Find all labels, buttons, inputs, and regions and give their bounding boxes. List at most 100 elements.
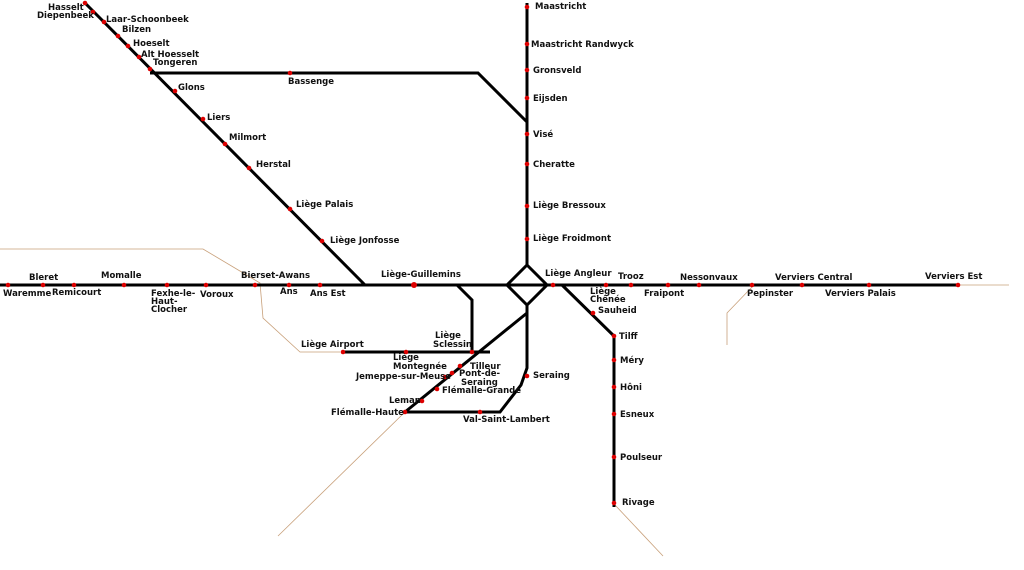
station-dot[interactable] xyxy=(524,373,530,379)
label-eijsden: Eijsden xyxy=(533,94,568,104)
station-dot[interactable] xyxy=(136,54,142,60)
station-dot[interactable] xyxy=(696,282,702,288)
label-fexhe-3: Clocher xyxy=(151,305,188,315)
station-dot[interactable] xyxy=(611,454,617,460)
label-honi: Hôni xyxy=(620,382,642,393)
station-dot[interactable] xyxy=(628,282,634,288)
station-dot[interactable] xyxy=(164,282,170,288)
label-tilleur: Tilleur xyxy=(470,362,501,372)
station-dot[interactable] xyxy=(442,374,448,380)
station-dot[interactable] xyxy=(611,333,617,339)
label-poulseur: Poulseur xyxy=(620,453,663,463)
label-bassenge: Bassenge xyxy=(288,77,334,87)
label-tilff: Tilff xyxy=(619,332,638,342)
label-liege-montegnee-1: Liège xyxy=(393,352,419,363)
station-dot[interactable] xyxy=(101,19,107,25)
station-dot[interactable] xyxy=(419,398,425,404)
station-dot[interactable] xyxy=(246,165,252,171)
track-ourthe-valley xyxy=(560,283,616,507)
label-sauheid: Sauheid xyxy=(598,306,637,316)
station-dot[interactable] xyxy=(90,9,96,15)
label-hoeselt: Hoeselt xyxy=(133,39,170,49)
station-dot[interactable] xyxy=(524,236,530,242)
station-dot[interactable] xyxy=(121,282,127,288)
station-dot[interactable] xyxy=(317,282,323,288)
label-liege-angleur: Liège Angleur xyxy=(545,268,612,279)
station-dot[interactable] xyxy=(5,282,11,288)
station-dot[interactable] xyxy=(82,0,88,6)
station-dot[interactable] xyxy=(477,409,483,415)
station-dot[interactable] xyxy=(286,282,292,288)
label-liege-sclessin-1: Liège xyxy=(435,330,461,341)
label-maastricht-randwyck: Maastricht Randwyck xyxy=(531,40,634,50)
label-liege-airport: Liège Airport xyxy=(301,339,364,350)
label-verviers-palais: Verviers Palais xyxy=(825,289,896,299)
label-remicourt: Remicourt xyxy=(52,288,101,298)
label-trooz: Trooz xyxy=(618,272,644,282)
station-dot[interactable] xyxy=(524,41,530,47)
label-val-saint-lambert: Val-Saint-Lambert xyxy=(463,415,550,425)
label-bierset-awans: Bierset-Awans xyxy=(241,271,310,281)
station-dot[interactable] xyxy=(402,409,408,415)
station-dot[interactable] xyxy=(147,66,153,72)
label-nessonvaux: Nessonvaux xyxy=(680,273,738,283)
station-dot[interactable] xyxy=(524,4,530,10)
label-seraing: Seraing xyxy=(533,371,570,381)
label-bleret: Bleret xyxy=(29,273,58,283)
label-esneux: Esneux xyxy=(620,410,655,420)
station-dot[interactable] xyxy=(71,282,77,288)
label-cheratte: Cheratte xyxy=(533,160,575,170)
label-ans-est: Ans Est xyxy=(310,289,346,299)
station-dot[interactable] xyxy=(319,238,325,244)
station-labels: Hasselt Diepenbeek Laar-Schoonbeek Bilze… xyxy=(3,2,982,508)
station-dot[interactable] xyxy=(469,349,475,355)
station-dot[interactable] xyxy=(287,206,293,212)
station-dot[interactable] xyxy=(590,310,596,316)
station-dot[interactable] xyxy=(524,161,530,167)
label-fexhe-1: Fexhe-le- xyxy=(151,289,196,299)
label-liege-chenee-2: Chênée xyxy=(590,294,626,305)
station-dot[interactable] xyxy=(550,282,556,288)
station-dot[interactable] xyxy=(252,282,258,288)
station-dot[interactable] xyxy=(799,282,805,288)
track-sclessin-flemalle xyxy=(404,311,528,414)
station-dot[interactable] xyxy=(340,349,346,355)
station-dot[interactable] xyxy=(611,411,617,417)
station-dot[interactable] xyxy=(665,282,671,288)
label-liege-chenee-1: Liège xyxy=(590,286,616,297)
station-dot[interactable] xyxy=(172,88,178,94)
station-dot[interactable] xyxy=(524,67,530,73)
station-dot[interactable] xyxy=(603,282,609,288)
station-dot[interactable] xyxy=(40,282,46,288)
label-momalle: Momalle xyxy=(101,271,142,281)
label-fexhe-2: Haut- xyxy=(151,297,178,307)
station-dot[interactable] xyxy=(457,363,463,369)
track-seraing xyxy=(405,305,529,414)
station-dot[interactable] xyxy=(115,33,121,39)
label-voroux: Voroux xyxy=(200,290,234,300)
label-milmort: Milmort xyxy=(229,133,266,143)
station-dot[interactable] xyxy=(449,370,455,376)
station-dot[interactable] xyxy=(287,70,293,76)
station-dot[interactable] xyxy=(403,349,409,355)
station-dot[interactable] xyxy=(611,357,617,363)
station-dot[interactable] xyxy=(611,384,617,390)
station-dot[interactable] xyxy=(524,203,530,209)
station-dot[interactable] xyxy=(200,116,206,122)
station-dot[interactable] xyxy=(434,386,440,392)
station-dot[interactable] xyxy=(411,282,417,288)
station-dot[interactable] xyxy=(524,131,530,137)
station-dot[interactable] xyxy=(866,282,872,288)
station-dot[interactable] xyxy=(125,43,131,49)
station-dot[interactable] xyxy=(611,500,617,506)
station-dot[interactable] xyxy=(222,141,228,147)
station-dot[interactable] xyxy=(524,95,530,101)
station-dot[interactable] xyxy=(749,282,755,288)
label-flemalle-grande: Flémalle-Grande xyxy=(442,385,521,396)
station-dot[interactable] xyxy=(203,282,209,288)
boundary-east xyxy=(726,286,753,345)
station-dot[interactable] xyxy=(955,282,961,288)
label-diepenbeek: Diepenbeek xyxy=(37,11,94,21)
label-fraipont: Fraipont xyxy=(644,289,684,299)
